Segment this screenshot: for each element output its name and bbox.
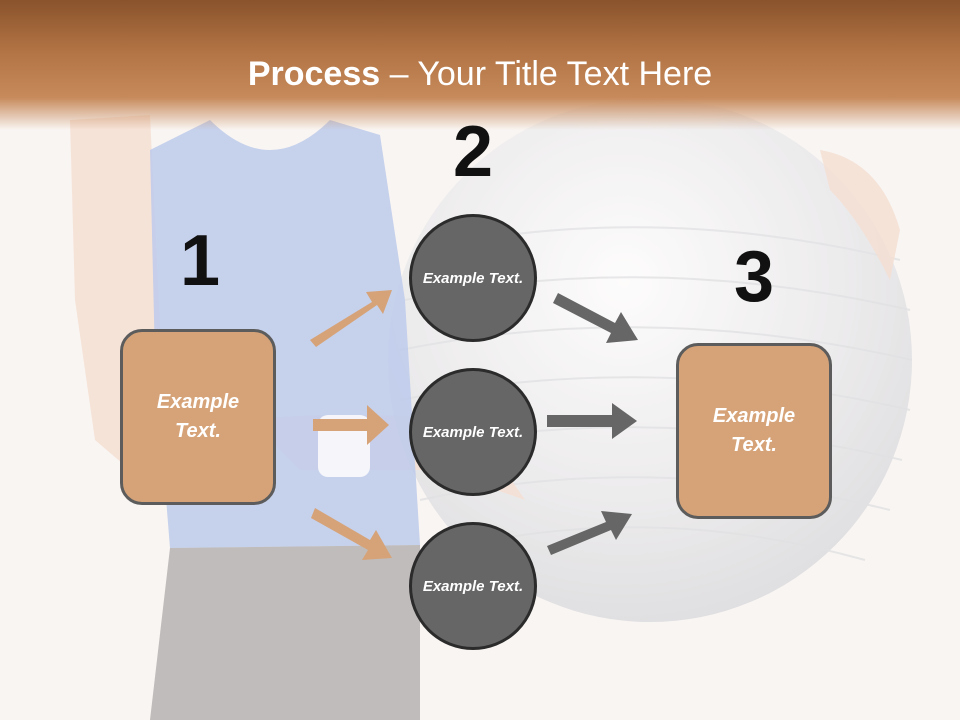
step-box-3: Example Text.: [676, 343, 832, 519]
arrow-from-node-3: [547, 511, 632, 555]
step-number-2: 2: [452, 112, 494, 192]
step-box-1-text: Example Text.: [156, 391, 240, 442]
middle-node-3: Example Text.: [409, 522, 537, 650]
arrow-to-node-1: [310, 290, 392, 347]
arrow-to-node-2: [313, 405, 389, 445]
middle-node-2: Example Text.: [409, 368, 537, 496]
slide-title: Process – Your Title Text Here: [0, 52, 960, 96]
middle-node-1-text: Example Text.: [422, 269, 524, 287]
step-box-3-text: Example Text.: [712, 405, 796, 456]
step-box-1: Example Text.: [120, 329, 276, 505]
step-number-3: 3: [733, 237, 775, 317]
title-bold: Process: [247, 55, 381, 93]
arrow-from-node-2: [547, 403, 637, 439]
title-bar: Process – Your Title Text Here: [0, 0, 960, 130]
arrow-from-node-1: [553, 293, 638, 343]
arrow-to-node-3: [311, 508, 392, 560]
middle-node-1: Example Text.: [409, 214, 537, 342]
step-number-1: 1: [179, 221, 221, 301]
title-rest: – Your Title Text Here: [380, 55, 713, 93]
middle-node-3-text: Example Text.: [422, 577, 524, 595]
middle-node-2-text: Example Text.: [422, 423, 524, 441]
